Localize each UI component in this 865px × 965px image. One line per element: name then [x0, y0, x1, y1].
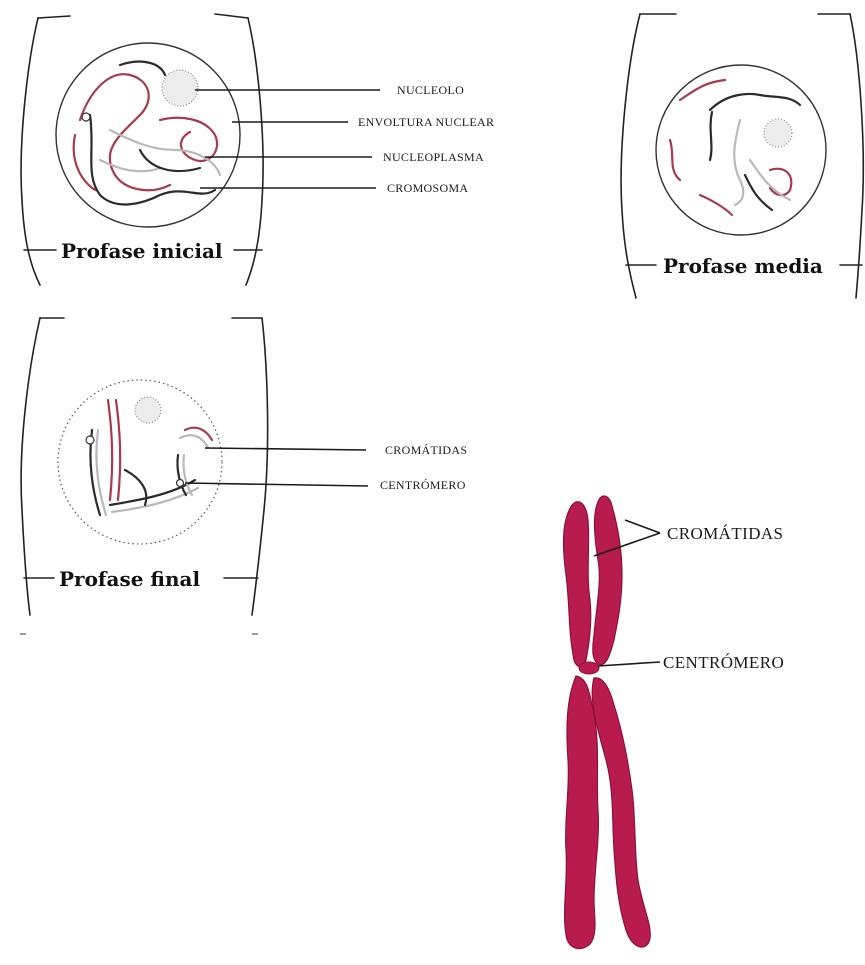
label-cromosoma: CROMOSOMA — [387, 181, 468, 195]
chromosome-thread — [770, 169, 791, 195]
nucleolus — [162, 70, 198, 106]
nucleolus — [764, 119, 792, 147]
chromosome-thread — [700, 195, 732, 215]
chromatid-left-lower — [565, 676, 599, 949]
label-centromero: CENTRÓMERO — [380, 478, 466, 492]
cell-wall-right — [850, 14, 863, 298]
panel-profase-media: Profase media — [621, 14, 863, 298]
chromatid-right-upper — [593, 496, 622, 665]
chromatid-left-upper — [564, 502, 591, 667]
nucleolus-remnant — [135, 397, 161, 423]
chromosome-pair — [108, 400, 112, 500]
chromosome-thread — [745, 175, 772, 210]
large-chromosome: CROMÁTIDAS CENTRÓMERO — [564, 496, 785, 949]
label-cromatidas: CROMÁTIDAS — [667, 524, 783, 543]
chromosome-thread — [710, 112, 712, 160]
chromosome-pair — [96, 430, 106, 515]
chromosome-pair — [180, 435, 208, 448]
chromosome-thread — [734, 120, 743, 205]
chromosome-thread — [80, 74, 170, 190]
panel-profase-final: CROMÁTIDAS CENTRÓMERO Profase final — [20, 318, 467, 634]
cell-wall-right — [246, 18, 263, 285]
cell-wall-left — [21, 18, 40, 285]
label-nucleolo: NUCLEOLO — [397, 83, 464, 97]
centromere-bead — [86, 436, 94, 444]
centromere-bead — [177, 480, 184, 487]
panel-title: Profase media — [663, 254, 823, 278]
leader-centromero — [598, 662, 660, 666]
label-nucleoplasma: NUCLEOPLASMA — [383, 150, 484, 164]
cell-wall-right — [252, 318, 268, 615]
centromere-bead — [82, 113, 90, 121]
panel-profase-inicial: NUCLEOLO ENVOLTURA NUCLEAR NUCLEOPLASMA … — [21, 14, 494, 285]
chromosome-thread — [160, 118, 217, 161]
nuclear-envelope — [656, 65, 826, 235]
chromosome-pair — [183, 455, 192, 495]
panel-title: Profase final — [59, 567, 200, 591]
chromosome-thread — [670, 140, 680, 180]
leader-cromatidas — [205, 448, 366, 450]
label-cromatidas: CROMÁTIDAS — [385, 443, 467, 457]
label-envoltura-nuclear: ENVOLTURA NUCLEAR — [358, 115, 494, 129]
chromosome-thread — [120, 62, 165, 75]
leader-centromero — [185, 483, 368, 486]
cell-wall-top — [38, 14, 248, 18]
chromosome-pair — [116, 400, 120, 500]
chromosome-thread — [710, 94, 800, 110]
leader-cromatidas-b — [625, 520, 660, 533]
chromosome-thread — [680, 80, 725, 100]
cell-wall-left — [21, 318, 40, 615]
label-centromero: CENTRÓMERO — [663, 653, 784, 672]
cell-wall-left — [621, 14, 640, 298]
centromere-constriction — [579, 662, 599, 674]
panel-title: Profase inicial — [61, 239, 223, 263]
chromatid-right-lower — [592, 678, 650, 947]
